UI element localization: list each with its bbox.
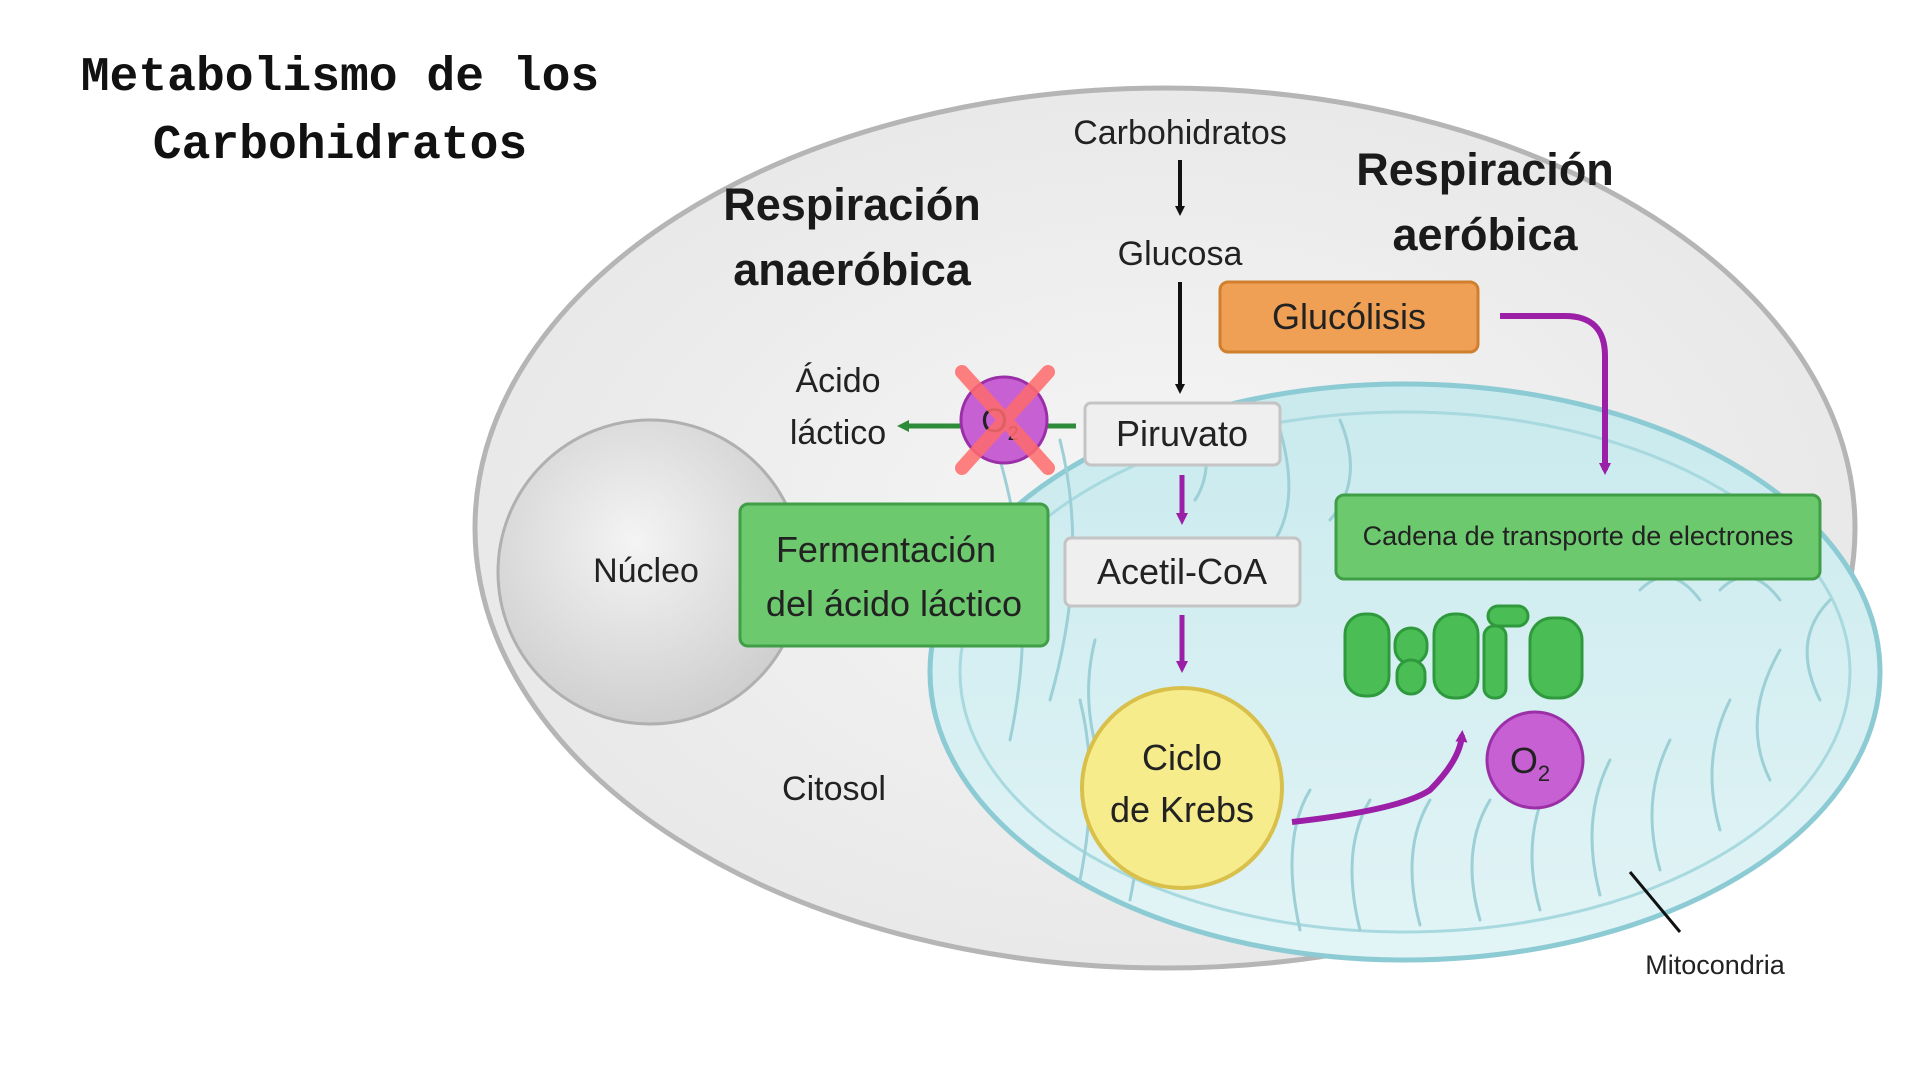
piruvato-box: [1083, 401, 1282, 467]
heading-aerobic-line1: Respiración: [1356, 144, 1614, 195]
nucleo-label: Núcleo: [593, 552, 699, 590]
blocked-cross-icon: [955, 365, 1055, 475]
fermentacion-label-line2: del ácido láctico: [766, 583, 1022, 624]
fermentacion-label-line1: Fermentación: [776, 529, 996, 570]
glucolisis-box: [1218, 280, 1480, 354]
acido-lactico-label-line1: Ácido: [795, 362, 880, 400]
krebs-cycle-circle: [1080, 686, 1284, 890]
page-title: Metabolismo de los Carbohidratos: [80, 51, 600, 173]
mitocondria-label: Mitocondria: [1645, 950, 1786, 980]
cadena-transporte-box: [1334, 493, 1822, 581]
acido-lactico-label-line2: láctico: [790, 414, 886, 452]
glucolisis-label: Glucólisis: [1272, 296, 1426, 337]
glucosa-label: Glucosa: [1118, 235, 1243, 273]
mitocondria-pointer-line: [1628, 871, 1682, 933]
oxygen-circle-aerobic: [1485, 710, 1585, 810]
heading-aerobic-line2: aeróbica: [1392, 209, 1578, 260]
carbohidratos-label: Carbohidratos: [1073, 114, 1287, 152]
krebs-label-line2: de Krebs: [1110, 789, 1254, 830]
arrow-glucolisis-cadena: [1500, 313, 1611, 475]
electron-transport-proteins: [1343, 604, 1584, 700]
acetil-coa-label: Acetil-CoA: [1097, 551, 1267, 592]
oxygen-label-aerobic: O2: [1510, 740, 1550, 786]
acetil-coa-box: [1063, 536, 1302, 608]
krebs-label-line1: Ciclo: [1142, 737, 1222, 778]
arrow-krebs-cadena: [1291, 730, 1468, 825]
cadena-transporte-label: Cadena de transporte de electrones: [1363, 521, 1794, 551]
heading-anaerobic-line1: Respiración: [723, 179, 981, 230]
heading-anaerobic-line2: anaeróbica: [733, 244, 972, 295]
piruvato-label: Piruvato: [1116, 413, 1248, 454]
fermentacion-box: [738, 502, 1050, 648]
citosol-label: Citosol: [782, 770, 886, 808]
